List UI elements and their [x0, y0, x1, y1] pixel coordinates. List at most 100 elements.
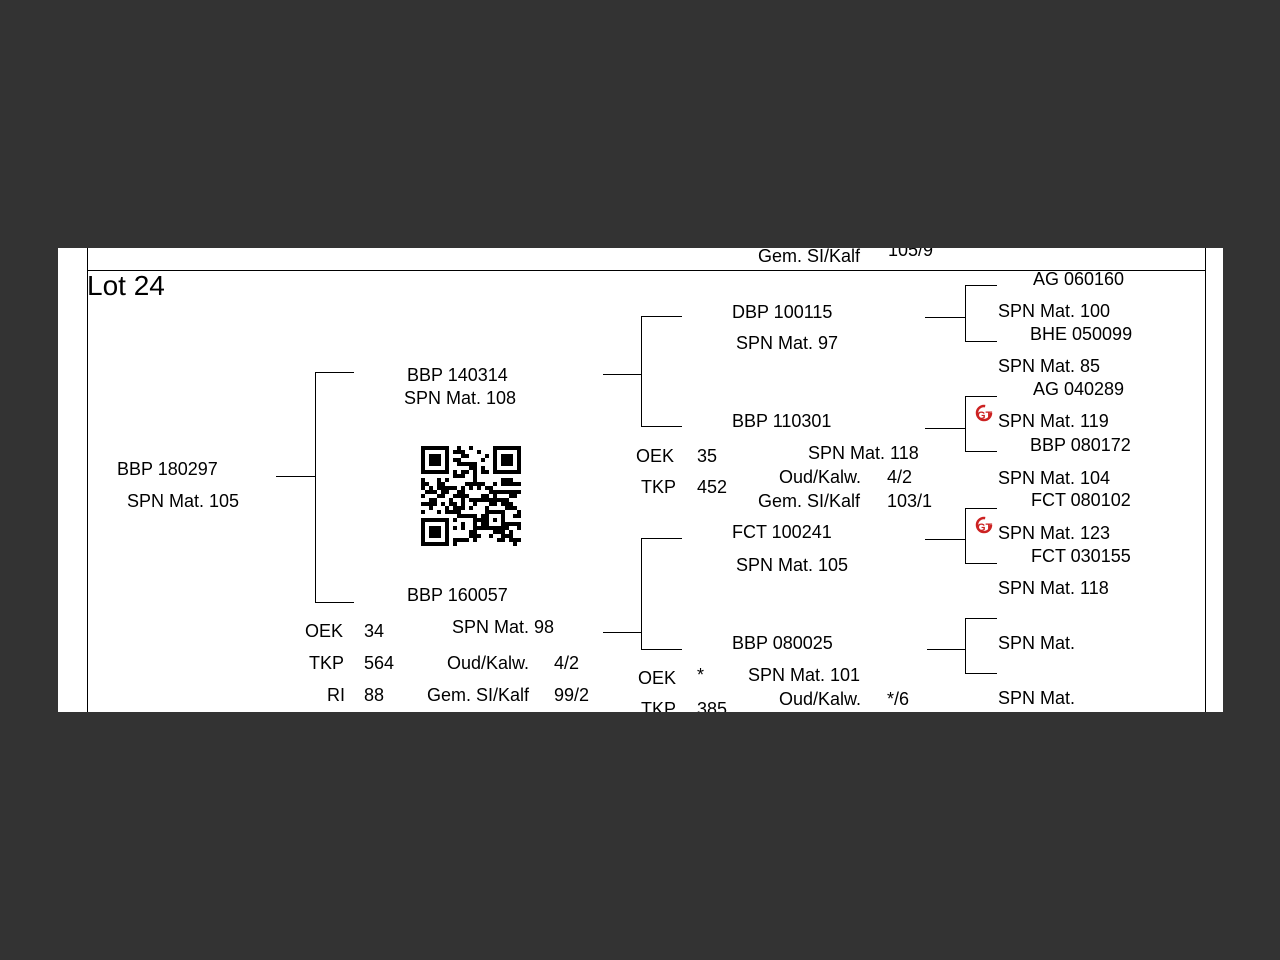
gen4-2-id: BHE 050099: [1030, 324, 1133, 344]
qr-module: [469, 534, 473, 538]
qr-module: [509, 482, 513, 486]
qr-module: [433, 490, 437, 494]
ss-top-branch: [965, 285, 997, 286]
qr-module: [465, 538, 469, 542]
qr-module: [445, 510, 449, 514]
qr-module: [473, 478, 477, 482]
sire-dam-branch: [641, 426, 682, 427]
qr-module: [461, 454, 465, 458]
sire-dam-oek-value: 35: [697, 446, 718, 466]
qr-module: [517, 522, 521, 526]
qr-module: [509, 446, 513, 450]
qr-module: [501, 502, 505, 506]
qr-module: [461, 506, 465, 510]
qr-module: [441, 490, 445, 494]
qr-module: [457, 450, 461, 454]
qr-module: [489, 490, 493, 494]
qr-module: [421, 446, 425, 450]
qr-module: [441, 542, 445, 546]
qr-module: [473, 502, 477, 506]
qr-module: [429, 542, 433, 546]
frame-left-line: [87, 248, 88, 712]
dam-dam-tkp-value: 385: [697, 699, 728, 712]
qr-module: [473, 514, 477, 518]
qr-module: [433, 446, 437, 450]
qr-module: [501, 534, 505, 538]
sire-dam-id: BBP 110301: [732, 411, 832, 431]
lot-title: Lot 24: [87, 270, 165, 301]
qr-module: [477, 534, 481, 538]
qr-module: [517, 514, 521, 518]
sire-dam-spn: SPN Mat. 118: [808, 443, 919, 463]
qr-module: [441, 482, 445, 486]
qr-module: [425, 446, 429, 450]
qr-module: [489, 534, 493, 538]
qr-module: [445, 526, 449, 530]
sire-dam-gem-label: Gem. SI/Kalf: [758, 491, 861, 511]
qr-module: [501, 446, 505, 450]
gt-logo-icon: GT: [975, 404, 993, 422]
qr-module: [505, 470, 509, 474]
dd-bracket: [965, 618, 966, 674]
qr-module: [481, 482, 485, 486]
qr-module: [517, 538, 521, 542]
qr-module: [465, 470, 469, 474]
qr-module: [477, 482, 481, 486]
qr-module: [461, 450, 465, 454]
qr-module: [501, 538, 505, 542]
dam-branch: [315, 602, 354, 603]
qr-module: [429, 530, 433, 534]
qr-module: [461, 498, 465, 502]
sd-connector: [925, 428, 965, 429]
qr-module: [513, 470, 517, 474]
qr-module: [481, 470, 485, 474]
qr-module: [517, 462, 521, 466]
qr-module: [429, 462, 433, 466]
qr-module: [517, 510, 521, 514]
qr-module: [509, 538, 513, 542]
dam-gem-label: Gem. SI/Kalf: [427, 685, 530, 705]
qr-module: [421, 522, 425, 526]
qr-module: [437, 542, 441, 546]
qr-module: [505, 534, 509, 538]
qr-module: [473, 518, 477, 522]
qr-module: [513, 446, 517, 450]
ds-bottom-branch: [965, 563, 997, 564]
qr-module: [497, 446, 501, 450]
qr-module: [497, 470, 501, 474]
qr-module: [433, 454, 437, 458]
qr-module: [453, 526, 457, 530]
qr-module: [465, 514, 469, 518]
qr-module: [445, 506, 449, 510]
qr-module: [505, 502, 509, 506]
qr-module: [505, 446, 509, 450]
qr-module: [485, 494, 489, 498]
dd-top-branch: [965, 618, 997, 619]
qr-module: [481, 498, 485, 502]
qr-module: [485, 486, 489, 490]
qr-module: [445, 458, 449, 462]
qr-module: [437, 518, 441, 522]
gen4-5-id: FCT 080102: [1031, 490, 1131, 510]
qr-module: [445, 534, 449, 538]
qr-module: [493, 502, 497, 506]
qr-module: [473, 474, 477, 478]
main-animal-id: BBP 180297: [117, 459, 218, 479]
qr-module: [509, 502, 513, 506]
qr-module: [469, 530, 473, 534]
qr-module: [501, 462, 505, 466]
qr-module: [437, 530, 441, 534]
qr-module: [493, 494, 497, 498]
qr-module: [477, 498, 481, 502]
qr-module: [485, 498, 489, 502]
qr-module: [505, 454, 509, 458]
qr-module: [445, 454, 449, 458]
qr-module: [445, 470, 449, 474]
dam-id: BBP 160057: [407, 585, 508, 605]
qr-module: [445, 490, 449, 494]
qr-module: [501, 482, 505, 486]
qr-module: [421, 530, 425, 534]
qr-module: [429, 534, 433, 538]
qr-module: [421, 470, 425, 474]
qr-module: [505, 498, 509, 502]
